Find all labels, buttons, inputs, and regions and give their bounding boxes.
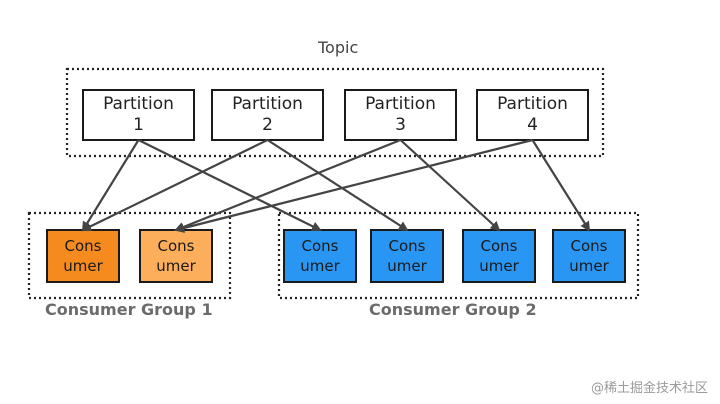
consumer-2-box (139, 229, 213, 283)
consumer-group-2-label: Consumer Group 2 (369, 300, 537, 319)
consumer-4-box (370, 229, 444, 283)
consumer-group-1-container (27, 211, 232, 300)
arrow-partition-1-to-consumer-3 (138, 139, 322, 231)
arrow-partition-2-to-consumer-1 (81, 139, 268, 231)
consumer-group-1-label: Consumer Group 1 (45, 300, 213, 319)
arrow-partition-1-to-consumer-1 (81, 139, 140, 232)
consumer-6-box (552, 229, 626, 283)
arrow-partition-3-to-consumer-2 (174, 138, 401, 232)
consumer-3-box (283, 229, 357, 283)
arrow-partition-4-to-consumer-6 (531, 139, 591, 232)
watermark-text: @稀土掘金技术社区 (590, 381, 708, 396)
consumer-5-box (462, 229, 536, 283)
partition-1-box (82, 89, 195, 141)
consumer-1-box (46, 229, 120, 283)
topic-label: Topic (318, 38, 359, 57)
consumer-group-2-container (277, 211, 640, 300)
partition-2-box (211, 89, 324, 141)
topic-container (65, 67, 605, 158)
partition-3-box (344, 89, 457, 141)
assignment-arrows (81, 138, 591, 233)
arrow-partition-4-to-consumer-2 (174, 138, 533, 233)
partition-4-box (476, 89, 589, 141)
arrow-partition-2-to-consumer-4 (266, 139, 409, 232)
arrow-partition-3-to-consumer-5 (399, 139, 501, 232)
